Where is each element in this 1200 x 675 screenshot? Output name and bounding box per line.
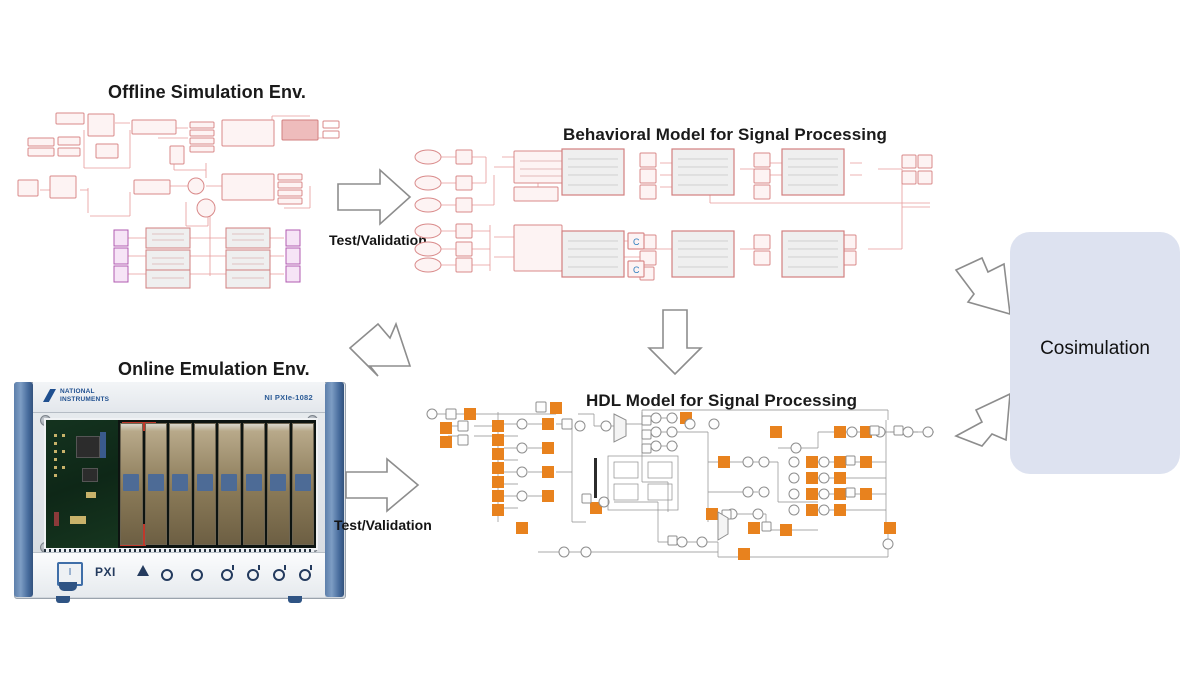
pcb-smd (62, 450, 65, 453)
slot-tick-icon (258, 565, 260, 570)
chassis-slot (291, 423, 314, 545)
controller-pcb (46, 420, 118, 548)
pcb-chip-secondary (82, 468, 98, 482)
national-instruments-logo: NATIONAL INSTRUMENTS (43, 388, 109, 403)
warning-triangle-icon (137, 565, 149, 576)
chassis-card-bay (44, 418, 318, 550)
slot-tick-icon (232, 565, 234, 570)
chassis-slot (193, 423, 216, 545)
offline-simulation-block-diagram (17, 112, 340, 289)
slot-indicator-icon (161, 569, 173, 581)
pcb-chip-main (76, 436, 100, 458)
arrow-offline-to-behavioral (337, 168, 412, 226)
pcb-smd (54, 466, 57, 469)
arrow-online-to-behavioral (348, 321, 412, 377)
chassis-top-bar: NATIONAL INSTRUMENTS NI PXIe-1082 (33, 382, 325, 413)
pcb-smd (62, 434, 65, 437)
pcb-smd (54, 450, 57, 453)
pcb-smd (54, 434, 57, 437)
test-validation-label-bottom: Test/Validation (334, 517, 432, 533)
slot-indicator-icon (247, 569, 259, 581)
slot-tick-icon (310, 565, 312, 570)
cosimulation-box[interactable]: Cosimulation (1010, 232, 1180, 474)
arrow-behavioral-to-cosimulation (954, 256, 1011, 316)
chassis-slot (267, 423, 290, 545)
arrow-behavioral-to-hdl (647, 309, 703, 376)
pcb-smd (54, 442, 57, 445)
pcb-smd (54, 458, 57, 461)
pcb-smd (54, 474, 57, 477)
power-button-tab (59, 582, 77, 591)
svg-text:C: C (633, 265, 640, 275)
offline-simulation-title: Offline Simulation Env. (108, 82, 306, 102)
hdl-model-block-diagram (426, 401, 934, 560)
arrow-online-to-hdl (345, 457, 420, 513)
behavioral-model-title: Behavioral Model for Signal Processing (563, 125, 888, 144)
slot-indicator-icon (273, 569, 285, 581)
chassis-slot (120, 423, 143, 545)
pxi-label: PXI (95, 565, 116, 579)
behavioral-model-block-diagram: C C (414, 148, 933, 281)
chassis-rail-right (325, 382, 344, 597)
hdl-model-title: HDL Model for Signal Processing (586, 391, 858, 410)
chassis-slot (218, 423, 241, 545)
slot-indicator-icon (191, 569, 203, 581)
chassis-front-panel: I PXI (33, 552, 325, 597)
chassis-foot-left (56, 596, 70, 603)
chassis-foot-right (288, 596, 302, 603)
slot-indicator-icon (221, 569, 233, 581)
brand-line-2: INSTRUMENTS (60, 395, 110, 403)
test-validation-label-top: Test/Validation (329, 232, 427, 248)
cosimulation-label: Cosimulation (1040, 338, 1150, 359)
slot-tick-icon (284, 565, 286, 570)
pcb-connector (100, 432, 106, 458)
chassis-slot (169, 423, 192, 545)
ni-logo-icon (43, 389, 56, 402)
pcb-capacitor (54, 512, 59, 526)
arrow-hdl-to-cosimulation (954, 392, 1011, 447)
ni-pxie-chassis-photo: NATIONAL INSTRUMENTS NI PXIe-1082 (14, 382, 346, 603)
brand-line-1: NATIONAL (60, 388, 95, 395)
online-emulation-title: Online Emulation Env. (118, 359, 310, 379)
chassis-model-label: NI PXIe-1082 (264, 393, 313, 402)
slot-indicator-icon (299, 569, 311, 581)
chassis-slot (144, 423, 167, 545)
chassis-rail-left (14, 382, 33, 597)
pcb-smd (70, 516, 86, 524)
svg-text:C: C (633, 237, 640, 247)
pcb-smd (62, 466, 65, 469)
pcb-smd (86, 492, 96, 498)
ni-logo-text: NATIONAL INSTRUMENTS (60, 388, 109, 403)
chassis-slot-row (118, 420, 316, 548)
chassis-slot (242, 423, 265, 545)
